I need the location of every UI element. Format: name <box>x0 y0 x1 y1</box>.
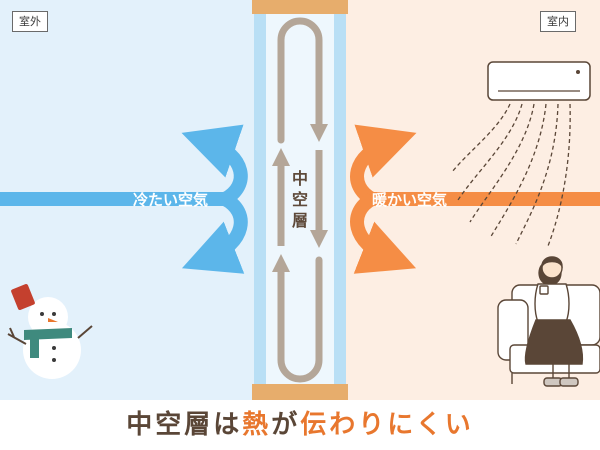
inner-glass-pane <box>334 14 346 384</box>
window-frame-bottom <box>252 384 348 400</box>
caption-accent: 熱 <box>242 410 272 440</box>
airflow-lines <box>451 103 571 247</box>
air-gap <box>266 14 334 384</box>
cold-air-label: 冷たい空気 <box>133 191 209 209</box>
caption-part: 中空層は <box>126 410 243 440</box>
cold-air-arrow <box>0 124 248 274</box>
outer-glass-pane <box>254 14 266 384</box>
outside-label: 室外 <box>12 11 48 32</box>
window-frame-top <box>252 0 348 14</box>
air-gap-label-char: 層 <box>291 211 308 230</box>
convection-loops <box>277 17 323 383</box>
air-conditioner-icon <box>487 61 591 101</box>
arrow-up-icon <box>272 254 290 272</box>
arrow-down-icon <box>310 124 328 142</box>
inside-label: 室内 <box>540 11 576 32</box>
air-gap-label-char: 空 <box>291 190 308 209</box>
arrow-down-icon <box>310 230 328 248</box>
woman-on-sofa-icon <box>497 256 600 387</box>
convection-arrows <box>272 124 328 272</box>
warm-air-label: 暖かい空気 <box>372 191 448 209</box>
caption: 中空層は熱が伝わりにくい <box>0 400 600 450</box>
air-gap-label: 中 空 層 <box>288 168 312 231</box>
caption-part: が <box>271 410 301 440</box>
arrow-up-icon <box>272 148 290 166</box>
insulation-diagram <box>0 0 600 400</box>
snowman-icon <box>7 284 93 379</box>
caption-accent: 伝わりにくい <box>300 410 474 440</box>
air-gap-label-char: 中 <box>291 169 308 188</box>
